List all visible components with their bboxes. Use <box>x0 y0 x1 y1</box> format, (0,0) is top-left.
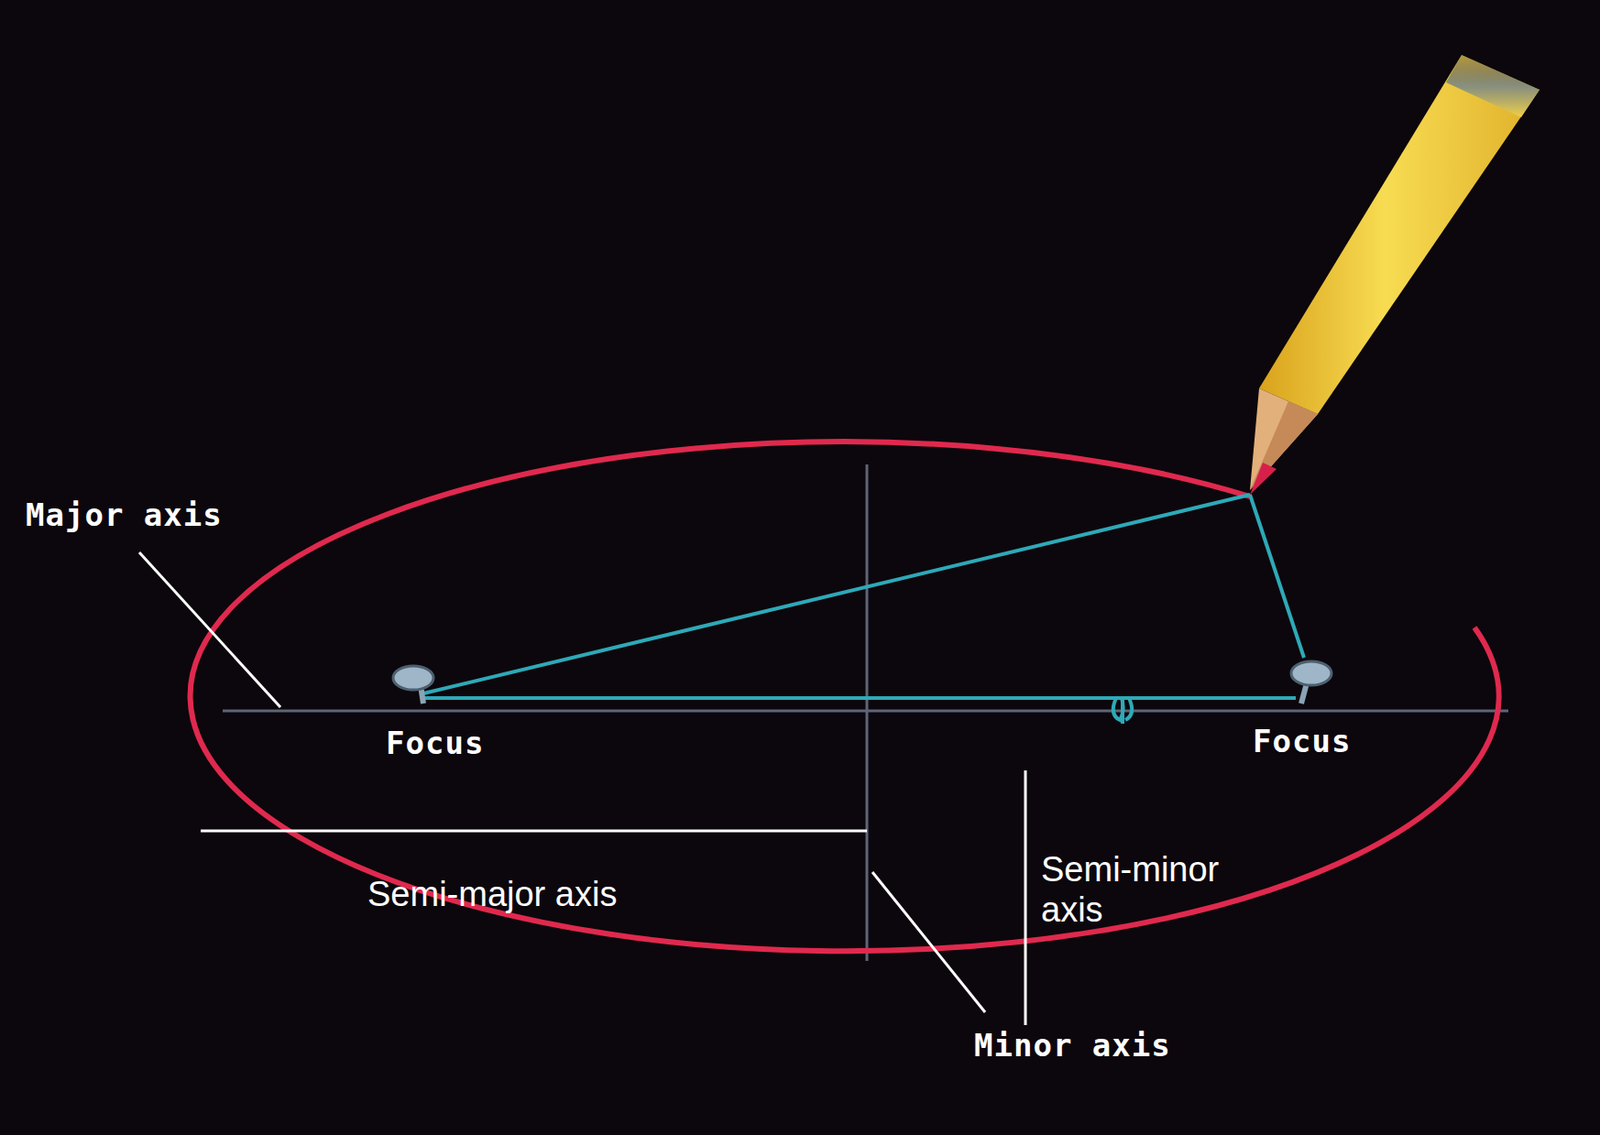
ellipse-curve <box>190 441 1500 952</box>
minor-axis-line <box>865 464 869 962</box>
axis-label: Major axis <box>25 497 223 534</box>
string <box>423 494 1305 724</box>
leader-line <box>139 552 1026 1026</box>
pencil <box>1249 54 1540 495</box>
focus-pin <box>393 666 434 704</box>
focus-pin <box>1291 661 1332 704</box>
dimension-label: Semi-minor axis <box>1041 850 1252 931</box>
focus-label: Focus <box>385 725 484 762</box>
dimension-label: Semi-major axis <box>367 875 617 916</box>
focus-label: Focus <box>1252 723 1351 760</box>
axis-label: Minor axis <box>974 1028 1172 1064</box>
